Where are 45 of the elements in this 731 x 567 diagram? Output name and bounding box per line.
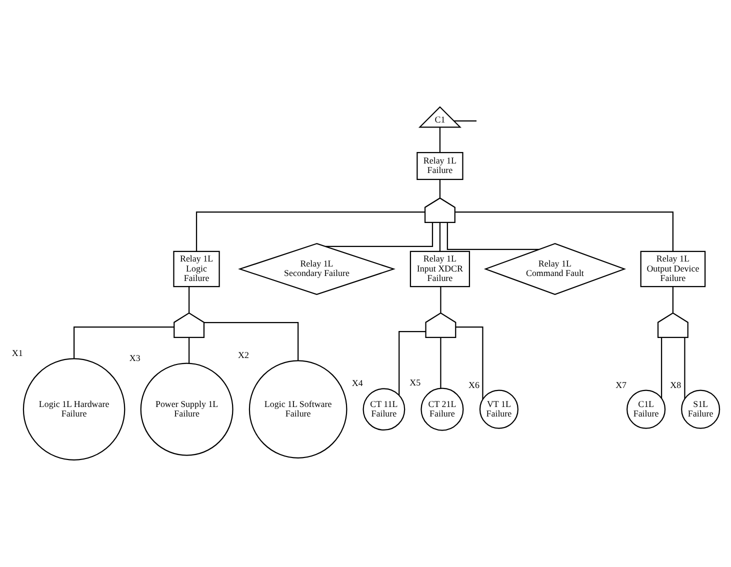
node-label: X7 [616,380,627,390]
connector [684,338,686,399]
node-label: X3 [129,352,140,363]
connector [446,222,540,250]
connector [196,212,425,252]
connector [456,326,484,400]
node-circle: S1L Failure [681,390,720,429]
node-circle: CT 21L Failure [420,388,464,431]
node-box: Relay 1L Failure [416,152,464,180]
node-circle: Logic 1L Software Failure [248,360,348,458]
connector [325,222,434,247]
connector [660,338,662,398]
node-box: Relay 1L Output Device Failure [640,250,706,288]
node-box: Relay 1L Logic Failure [173,250,220,288]
node-gate [174,312,205,338]
connector [454,120,476,122]
node-gate [424,197,456,223]
node-circle: VT 1L Failure [479,390,518,429]
connector [672,286,674,313]
connector [440,286,442,313]
connector [439,127,441,152]
node-gate [425,312,456,338]
node-label: X8 [670,380,682,390]
node-box: Relay 1L Input XDCR Failure [410,250,470,288]
node-circle: CT 11L Failure [362,388,406,431]
node-diamond: Relay 1L Command Fault [484,243,626,296]
node-label: X1 [12,348,23,358]
node-circle: C1L Failure [626,390,666,429]
connector [439,180,441,198]
node-circle: Logic 1L Hardware Failure [22,358,126,460]
node-circle: Power Supply 1L Failure [140,362,234,456]
node-label: X4 [352,378,363,388]
connector [440,338,442,388]
connector [188,338,190,364]
connector [188,286,190,313]
node-label: X5 [410,378,421,388]
node-label: X6 [468,380,480,390]
node-label: X2 [238,350,250,360]
connector [74,326,174,358]
node-gate [657,312,688,338]
connector [398,331,426,396]
node-diamond: Relay 1L Secondary Failure [238,243,396,295]
connector [455,212,674,252]
connector [204,322,299,361]
connector [439,222,441,252]
